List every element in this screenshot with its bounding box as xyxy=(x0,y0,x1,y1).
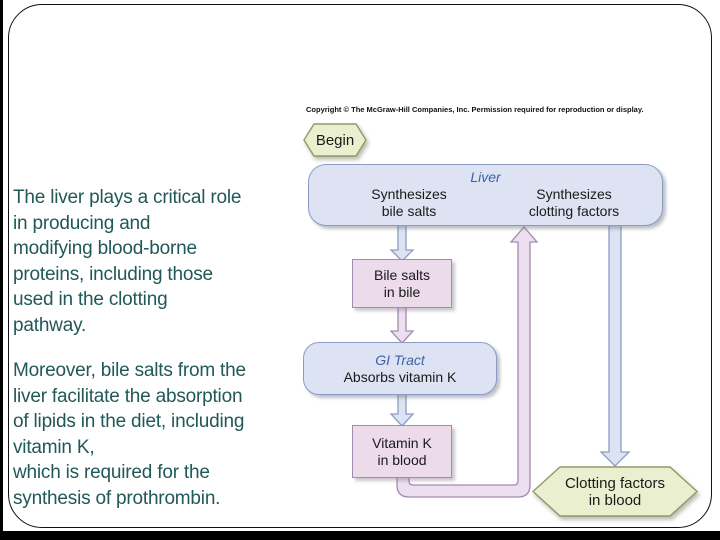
begin-node: Begin xyxy=(303,123,367,157)
pipe-liver-to-clotting-hex xyxy=(599,224,631,467)
liver-title: Liver xyxy=(470,169,501,185)
liver-node: Liver Synthesizes bile salts Synthesizes… xyxy=(308,164,663,226)
begin-hexagon-shape xyxy=(303,123,367,157)
gi-tract-title: GI Tract xyxy=(375,352,425,368)
slide-text-block: The liver plays a critical role in produ… xyxy=(13,185,309,531)
clotting-factors-node: Clotting factors in blood xyxy=(532,466,698,517)
photo-edge-left xyxy=(0,0,3,540)
paragraph-liver-role: The liver plays a critical role in produ… xyxy=(13,187,242,336)
bile-salts-node: Bile salts in bile xyxy=(352,259,452,308)
begin-label: Begin xyxy=(315,131,355,149)
photo-edge-bottom xyxy=(0,531,720,540)
arrow-bile-to-gi xyxy=(389,306,415,344)
arrow-liver-to-bile xyxy=(389,224,415,262)
pipe-vitk-to-liver xyxy=(396,226,539,498)
gi-tract-body: Absorbs vitamin K xyxy=(343,368,457,385)
clotting-factors-label: Clotting factors in blood xyxy=(564,474,666,509)
liver-synthesizes-clotting-factors: Synthesizes clotting factors xyxy=(528,186,620,219)
copyright-notice: Copyright © The McGraw-Hill Companies, I… xyxy=(306,105,644,114)
gi-tract-node: GI Tract Absorbs vitamin K xyxy=(303,342,497,395)
arrow-gi-to-vitk xyxy=(389,393,415,427)
vitamin-k-node: Vitamin K in blood xyxy=(352,425,452,478)
liver-synthesizes-bile-salts: Synthesizes bile salts xyxy=(371,186,447,219)
clotting-hexagon-shape xyxy=(532,466,698,517)
paragraph-bile-salts: Moreover, bile salts from the liver faci… xyxy=(13,360,246,509)
